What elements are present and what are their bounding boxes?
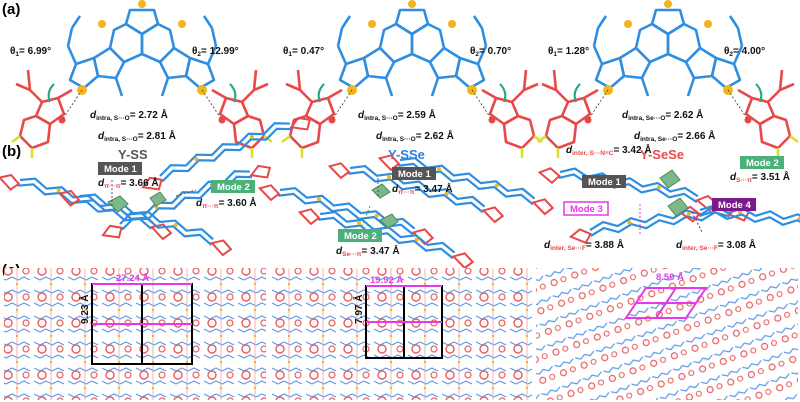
svg-text:dinter, Se···F= 3.08 Å: dinter, Se···F= 3.08 Å xyxy=(676,238,756,252)
svg-text:θ2= 4.00°: θ2= 4.00° xyxy=(724,46,765,58)
svg-text:dintra, Se···O= 2.66 Å: dintra, Se···O= 2.66 Å xyxy=(634,129,715,143)
packing-panel-y-sese: dinter, S···N≡C= 3.42 Å Mode 1 Mode 2 dS… xyxy=(537,143,800,252)
pi-stack-marker xyxy=(667,197,689,217)
svg-text:θ2= 12.99°: θ2= 12.99° xyxy=(192,46,239,58)
lattice-width-label: 8.50 Å xyxy=(656,272,684,283)
svg-text:θ1= 0.47°: θ1= 0.47° xyxy=(283,46,324,58)
mode-2-badge xyxy=(211,180,255,193)
lattice-height-label: 9.23 Å xyxy=(78,295,91,324)
lattice-height-label: 7.97 Å xyxy=(352,295,365,324)
svg-text:dintra, S···O= 2.81 Å: dintra, S···O= 2.81 Å xyxy=(98,129,176,143)
svg-text:θ2= 0.70°: θ2= 0.70° xyxy=(470,46,511,58)
molecule-name: Y-SeSe xyxy=(640,147,684,162)
molecule-2-labels: θ1= 0.47° θ2= 0.70° dintra, S···O= 2.59 … xyxy=(283,46,511,162)
svg-text:dπ···π= 3.66 Å: dπ···π= 3.66 Å xyxy=(98,176,159,190)
lattice-width-label: 19.92 Å xyxy=(370,275,403,286)
svg-text:dintra, S···O= 2.72 Å: dintra, S···O= 2.72 Å xyxy=(90,108,168,122)
lattice-panel-y-sese: 8.50 Å xyxy=(536,268,798,400)
svg-text:Mode 2: Mode 2 xyxy=(746,158,779,169)
svg-text:dπ···π= 3.60 Å: dπ···π= 3.60 Å xyxy=(196,196,257,210)
mode-1-badge xyxy=(98,162,142,175)
mode-2-badge xyxy=(740,156,784,169)
svg-text:Mode 1: Mode 1 xyxy=(588,177,621,188)
svg-text:dinter, S···N≡C= 3.42 Å: dinter, S···N≡C= 3.42 Å xyxy=(566,143,652,157)
svg-text:Mode 3: Mode 3 xyxy=(570,204,603,215)
svg-text:dintra, S···O= 2.62 Å: dintra, S···O= 2.62 Å xyxy=(376,129,454,143)
mode-2-badge xyxy=(338,229,382,242)
svg-text:Mode 2: Mode 2 xyxy=(217,182,250,193)
molecule-1-labels: θ1= 6.99° θ2= 12.99° dintra, S···O= 2.72… xyxy=(10,46,239,162)
svg-text:dS···π= 3.51 Å: dS···π= 3.51 Å xyxy=(730,170,790,184)
svg-text:Mode 4: Mode 4 xyxy=(718,200,751,211)
panel-label-a: (a) xyxy=(2,1,20,18)
mode-1-badge xyxy=(392,167,436,180)
pi-stack-marker xyxy=(379,213,399,229)
packing-panel-y-ss: Mode 1 Mode 2 dπ···π= 3.66 Å dπ···π= 3.6… xyxy=(0,109,314,258)
molecule-name: Y-SS xyxy=(118,147,148,162)
svg-text:Mode 1: Mode 1 xyxy=(398,169,431,180)
mode-4-badge xyxy=(712,198,756,211)
lattice-width-label: 27.24 Å xyxy=(116,273,149,284)
svg-text:Mode 2: Mode 2 xyxy=(344,231,377,242)
svg-text:dπ···π= 3.47 Å: dπ···π= 3.47 Å xyxy=(392,182,453,196)
molecule-y-sese xyxy=(536,0,800,160)
molecule-3-labels: θ1= 1.28° θ2= 4.00° dintra, Se···O= 2.62… xyxy=(548,46,765,162)
pi-stack-marker xyxy=(371,183,391,199)
pi-stack-marker xyxy=(107,195,129,213)
pi-stack-marker xyxy=(659,169,681,189)
lattice-panel-y-sse: 19.92 Å 7.97 Å xyxy=(270,268,532,400)
svg-text:θ1= 6.99°: θ1= 6.99° xyxy=(10,46,51,58)
svg-text:dintra, S···O= 2.59 Å: dintra, S···O= 2.59 Å xyxy=(358,108,436,122)
svg-text:dSe···π= 3.47 Å: dSe···π= 3.47 Å xyxy=(336,244,400,258)
lattice-panel-y-ss: 27.24 Å 9.23 Å xyxy=(4,268,266,400)
svg-text:Mode 1: Mode 1 xyxy=(104,164,137,175)
pi-stack-marker xyxy=(149,191,167,207)
svg-text:θ1= 1.28°: θ1= 1.28° xyxy=(548,46,589,58)
svg-text:dintra, Se···O= 2.62 Å: dintra, Se···O= 2.62 Å xyxy=(622,108,703,122)
panel-label-b: (b) xyxy=(2,143,21,160)
molecule-y-sse xyxy=(280,0,544,160)
svg-text:dinter, Se···F= 3.88 Å: dinter, Se···F= 3.88 Å xyxy=(544,238,624,252)
packing-panel-y-sse: Mode 1 Mode 2 dπ···π= 3.47 Å dSe···π= 3.… xyxy=(256,147,557,271)
mode-1-badge xyxy=(582,175,626,188)
mode-3-badge xyxy=(563,201,609,216)
